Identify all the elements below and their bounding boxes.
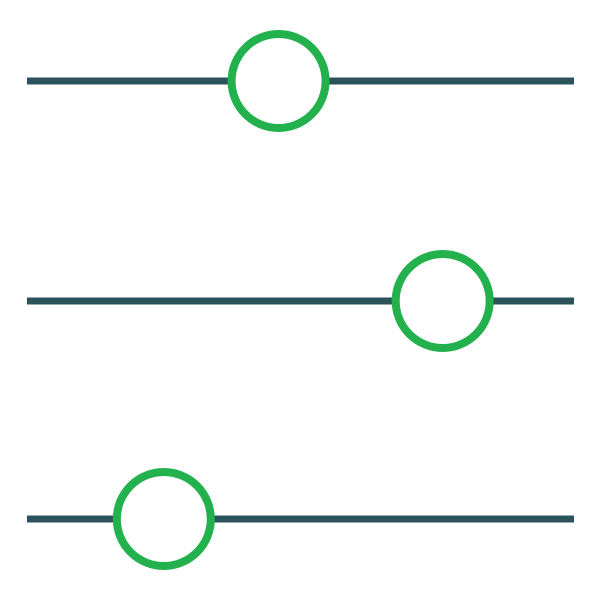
slider-3[interactable] bbox=[27, 468, 574, 570]
slider-2[interactable] bbox=[27, 250, 574, 352]
slider-knob[interactable] bbox=[112, 468, 215, 570]
slider-1[interactable] bbox=[27, 30, 574, 132]
slider-knob[interactable] bbox=[227, 30, 330, 132]
slider-knob[interactable] bbox=[391, 250, 494, 352]
